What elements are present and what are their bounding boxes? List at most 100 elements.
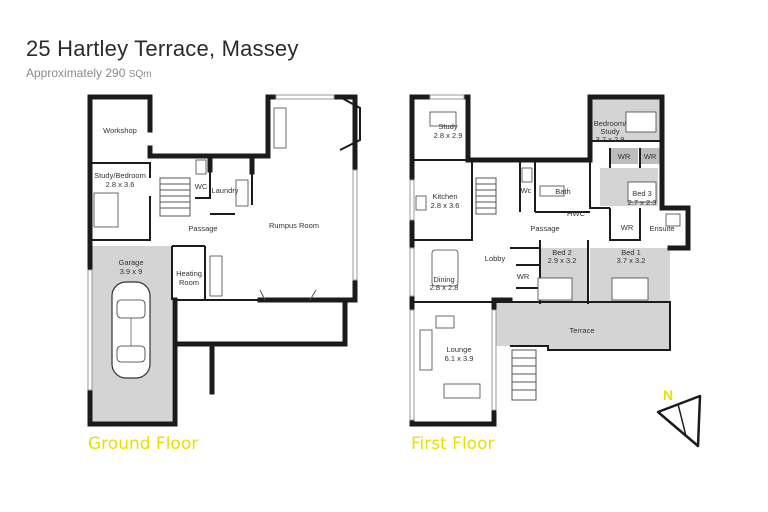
heating-label-line2: Room <box>179 278 199 287</box>
study-north-wall <box>90 162 151 178</box>
heating-unit <box>209 255 223 297</box>
floor-area-subtitle: Approximately 290 SQm <box>26 66 152 80</box>
first-floor-plan: Study 2.8 x 2.9 Kitchen 2.8 x 3.6 Wc Bat… <box>409 94 691 427</box>
bed3-dim: 2.7 x 2.3 <box>628 198 657 207</box>
rumpus-east-wall <box>342 94 358 153</box>
bed2-dim: 2.9 x 3.2 <box>548 256 577 265</box>
workshop-south-wall <box>147 145 213 173</box>
bed2-bed <box>537 277 573 301</box>
terrace-label: Terrace <box>569 326 594 335</box>
lounge-dim: 6.1 x 3.9 <box>445 354 474 363</box>
workshop-label: Workshop <box>103 126 137 135</box>
kitchen-dim: 2.8 x 3.6 <box>431 201 460 210</box>
first-passage-label: Passage <box>530 224 559 233</box>
kitchen-window <box>409 179 415 221</box>
lower-extension-wall <box>172 297 348 347</box>
kitchen-label: Kitchen <box>432 192 457 201</box>
bedstudy-label-line1: Bedroom/ <box>594 119 627 128</box>
wr-label-2: WR <box>644 152 657 161</box>
garage-dim: 3.9 x 9 <box>120 267 143 276</box>
bedstudy-dim: 3.7 x 2.9 <box>596 135 625 144</box>
lounge-window <box>409 309 415 421</box>
hwc-label: HWC <box>567 209 585 218</box>
rumpus-window <box>275 94 335 100</box>
ensuite-outer-wall <box>659 205 691 251</box>
wr-walls <box>609 148 641 168</box>
lobby-wr-box <box>516 264 540 289</box>
car-icon <box>111 281 151 379</box>
floor-area-value: Approximately 290 <box>26 66 126 80</box>
rumpus-bay-window <box>339 96 361 151</box>
rumpus-east-window <box>352 169 358 281</box>
lounge-east-window <box>491 309 497 411</box>
wr-label-4: WR <box>517 272 530 281</box>
first-wc-label: Wc <box>521 186 532 195</box>
ground-floor-plan: Workshop Study/Bedroom 2.8 x 3.6 WC Laun… <box>87 94 361 427</box>
dining-dim: 2.8 x 2.8 <box>430 283 459 292</box>
ground-wc-label: WC <box>195 182 208 191</box>
terrace-floor <box>494 302 670 350</box>
heating-label-line1: Heating <box>176 269 202 278</box>
ensuite-label: Ensuite <box>649 224 674 233</box>
first-toilet <box>521 167 533 183</box>
bath-tub <box>539 185 565 197</box>
garage-window <box>87 269 93 391</box>
bedstudy-bed <box>625 111 657 133</box>
lounge-label: Lounge <box>446 345 471 354</box>
ground-floor-label: Ground Floor <box>88 434 199 454</box>
garage-label: Garage <box>118 258 143 267</box>
ground-stairs <box>159 177 191 217</box>
dining-table <box>431 249 459 287</box>
wr-label-3: WR <box>621 223 634 232</box>
study-label: Study <box>438 122 457 131</box>
north-label: N <box>663 387 673 403</box>
laundry-label: Laundry <box>211 186 238 195</box>
bath-label: Bath <box>555 187 570 196</box>
kitchen-bench <box>415 195 427 211</box>
ground-toilet <box>195 159 207 175</box>
dining-label: Dining <box>433 275 454 284</box>
study-desk <box>429 111 457 127</box>
floor-area-unit: SQm <box>128 69 152 80</box>
ground-study-dim: 2.8 x 3.6 <box>106 180 135 189</box>
ground-west-wall <box>87 94 178 427</box>
ground-study-label: Study/Bedroom <box>94 171 146 180</box>
bed3-west-wall <box>589 160 610 209</box>
study-south-wall <box>90 196 151 241</box>
ground-passage-label: Passage <box>188 224 217 233</box>
study-bed <box>93 192 119 228</box>
lounge-sofa <box>419 329 433 371</box>
kitchen-wall <box>412 160 473 241</box>
rumpus-north-wall <box>249 94 343 159</box>
rumpus-sofa <box>273 107 287 149</box>
bedstudy-label-line2: Study <box>600 127 619 136</box>
wr-label-1: WR <box>618 152 631 161</box>
first-wr-wall <box>609 208 641 241</box>
terrace-rail <box>494 301 671 351</box>
rumpus-label: Rumpus Room <box>269 221 319 230</box>
rumpus-door-swing <box>259 289 317 301</box>
bed1-label: Bed 1 <box>621 248 641 257</box>
study-dim: 2.8 x 2.9 <box>434 131 463 140</box>
first-floor-label: First Floor <box>411 434 495 454</box>
laundry-north-wall <box>207 153 255 175</box>
first-floor-stairs <box>475 177 497 215</box>
study-window <box>429 94 465 100</box>
wc-wall <box>195 170 211 199</box>
bed3-label: Bed 3 <box>632 189 652 198</box>
lounge-sofa-2 <box>443 383 481 399</box>
ensuite-basin <box>665 213 681 227</box>
north-arrow-icon: N <box>656 387 702 448</box>
bed1-dim: 3.7 x 3.2 <box>617 256 646 265</box>
property-address-title: 25 Hartley Terrace, Massey <box>26 36 299 61</box>
bed2-label: Bed 2 <box>552 248 572 257</box>
bed3-bed <box>627 181 657 203</box>
bed1-bed <box>611 277 649 301</box>
terrace-stairs <box>511 349 537 401</box>
bedstudy-outer-wall <box>587 94 665 211</box>
lobby-label: Lobby <box>485 254 506 263</box>
lounge-chair <box>435 315 455 329</box>
wr-upper-shade-2 <box>640 148 660 164</box>
laundry-tub <box>235 179 249 207</box>
